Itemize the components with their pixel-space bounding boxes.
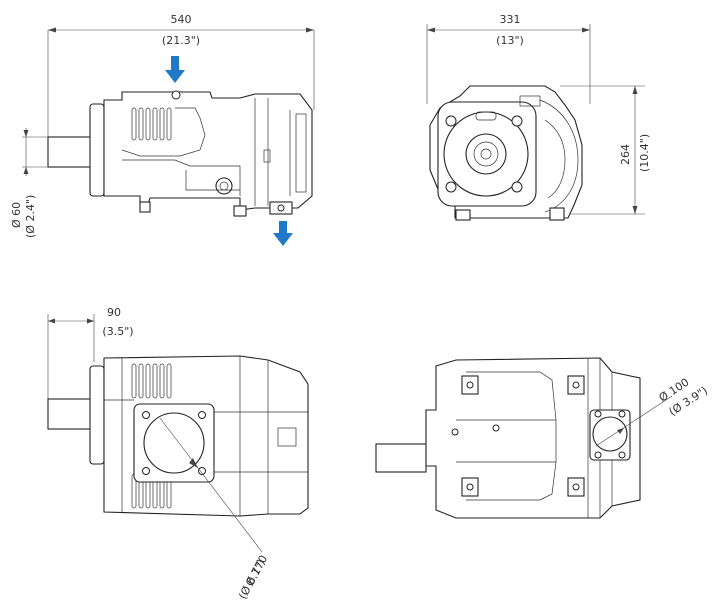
rear-housing (425, 357, 641, 519)
flange-bolt (511, 115, 523, 127)
side-view: 540 (21.3") (10, 13, 315, 246)
front-flange (89, 103, 105, 197)
height-in-label: (10.4") (638, 134, 651, 172)
width-in-label: (13") (496, 34, 524, 47)
flange-bolt (511, 181, 523, 193)
shaft (375, 443, 427, 473)
shaft (47, 136, 95, 168)
port-small-leader (595, 395, 673, 447)
shaft-dia-mm-label: Ø 60 (10, 202, 23, 228)
width-mm-label: 331 (500, 13, 521, 26)
side-port (215, 177, 233, 195)
length-in-label: (21.3") (162, 34, 200, 47)
flange-bolt (445, 115, 457, 127)
length-mm-label: 540 (171, 13, 192, 26)
shaft-length-in-label: (3.5") (102, 325, 133, 338)
port-large-in-label: (Ø 6.7") (236, 557, 268, 600)
dim-arrowhead (48, 27, 56, 33)
top-view: 90 (3.5") (47, 306, 309, 600)
dim-arrowhead (306, 27, 314, 33)
inlet-arrow (165, 56, 185, 83)
height-mm-label: 264 (619, 144, 632, 165)
shaft-dia-in-label: (Ø 2.4") (24, 195, 37, 238)
mount-foot (139, 201, 151, 213)
port-large-leader (159, 417, 263, 553)
top-plug (171, 90, 181, 100)
inlet-port (143, 412, 205, 474)
outlet-port (592, 416, 628, 452)
end-flange (437, 101, 537, 207)
outlet-arrow (273, 221, 293, 246)
shaft-length-mm-label: 90 (107, 306, 121, 319)
mount-foot (233, 205, 247, 217)
cooling-fins (131, 107, 172, 141)
flange-bolt (445, 181, 457, 193)
shaft (47, 398, 95, 430)
shaft-boss (465, 133, 507, 175)
end-view: 331 (13") 264 (10.4") (426, 13, 651, 221)
main-housing (103, 91, 313, 211)
bottom-view: Ø 100 (Ø 3.9") (375, 357, 710, 519)
